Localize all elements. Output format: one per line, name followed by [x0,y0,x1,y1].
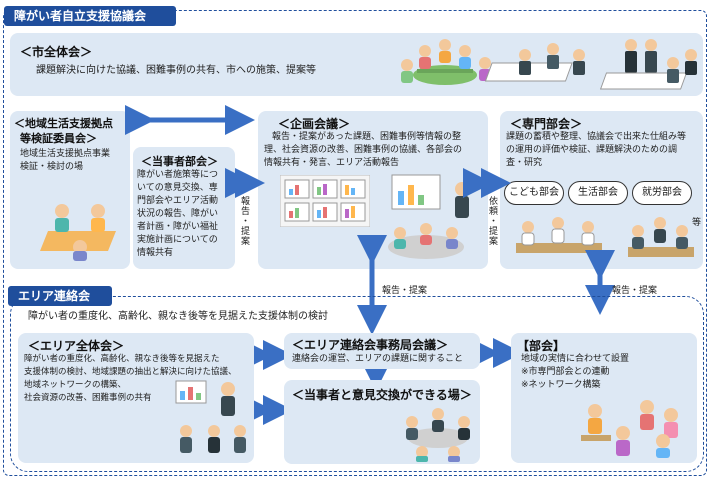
subcommittee-illustration [581,400,678,458]
planning-box: ＜企画会議＞ 報告・提案があった課題、困難事例等情報の整 理、社会資源の改善、困… [258,111,488,269]
area-general-desc-2: 地域ネットワークの構築、 [24,380,127,390]
area-subcommittee-desc-2: ※ネットワーク構築 [521,380,601,390]
stakeholder-title: ＜当事者部会＞ [141,155,218,168]
specialist-box: ＜専門部会＞ 課題の蓄積や整理、協議会で出来た仕組み等 の運用の評価や検証、課題… [500,111,703,269]
regional-hub-desc-2: 検証・検討の場 [20,162,84,172]
planning-desc-1: 理、社会資源の改善、困難事例の協議、各部会の [264,145,463,155]
label-report-right: 報告・提案 [612,286,658,296]
area-subcommittee-box: 【部会】 地域の実情に合わせて設置 ※市専門部会との連動 ※ネットワーク構築 [511,333,697,463]
planning-desc-2: 情報共有・発言、エリア活動報告 [264,158,400,168]
area-band-title: エリア連絡会 [8,286,112,306]
planning-title: ＜企画会議＞ [278,117,351,131]
stakeholder-desc-5: 実施計画についての [137,235,218,245]
header-title: 障がい者自立支援協議会 [4,6,176,26]
planning-desc-0: 報告・提案があった課題、困難事例等情報の整 [272,132,462,142]
area-frame [10,296,704,472]
stakeholder-desc-6: 情報共有 [137,248,174,258]
specialist-desc-0: 課題の蓄積や整理、協議会で出来た仕組み等 [506,132,687,142]
specialist-title: ＜専門部会＞ [510,117,583,131]
subgroup-life: 生活部会 [568,181,628,205]
area-general-desc-0: 障がい者の重度化、高齢化、親なき後等を見据えた [24,354,220,364]
label-report-center: 報告・提案 [382,286,428,296]
specialist-meeting-illustration [516,217,694,257]
area-subcommittee-desc-1: ※市専門部会との連動 [521,367,610,377]
council-frame [3,10,707,476]
exchange-place-title: ＜当事者と意見交換ができる場＞ [292,388,472,402]
area-general-title: ＜エリア全体会＞ [28,339,125,353]
specialist-desc-1: の運用の評価や検証、課題解決のための調 [506,145,678,155]
stakeholder-desc-3: 状況の報告、障がい [137,209,219,219]
regional-hub-title-2: 等検証委員会＞ [20,132,97,145]
area-general-desc-3: 社会資源の改善、困難事例の共有 [24,393,152,403]
area-general-desc-1: 支援体制の検討、地域課題の抽出と解決に向けた協議、 [24,367,237,377]
stakeholder-desc-0: 障がい者施策等につ [137,170,219,180]
hub-meeting-illustration [40,204,116,261]
exchange-illustration [406,408,470,462]
area-subcommittee-title: 【部会】 [517,339,566,353]
subgroup-work: 就労部会 [632,181,692,205]
area-secretariat-desc: 連絡会の運営、エリアの課題に関すること [292,354,464,364]
area-secretariat-box: ＜エリア連絡会事務局会議＞ 連絡会の運営、エリアの課題に関すること [284,333,480,369]
subgroup-etc: 等 [692,218,702,228]
area-presentation-illustration [175,380,246,453]
area-theme: 障がい者の重度化、高齢化、親なき後等を見据えた支援体制の検討 [28,311,328,322]
meeting-illustration [401,39,697,90]
area-subcommittee-desc-0: 地域の実情に合わせて設置 [521,354,630,364]
area-general-box: ＜エリア全体会＞ 障がい者の重度化、高齢化、親なき後等を見据えた 支援体制の検討… [18,333,254,463]
label-report-left: 報告・提案 [239,196,249,246]
regional-hub-box: ＜地域生活支援拠点 等検証委員会＞ 地域生活支援拠点事業 検証・検討の場 [10,111,130,269]
stakeholder-desc-1: いての意見交換、専 [137,183,218,193]
stakeholder-box: ＜当事者部会＞ 障がい者施策等につ いての意見交換、専 門部会やエリア活動 状況… [133,147,235,269]
document-charts-illustration [280,175,370,227]
city-council-desc: 課題解決に向けた協議、困難事例の共有、市への施策、提案等 [36,65,316,76]
label-request-right: 依頼・提案 [487,196,497,246]
stakeholder-desc-4: 者計画・障がい福祉 [137,222,219,232]
subgroup-children: こども部会 [504,181,564,205]
regional-hub-title-1: ＜地域生活支援拠点 [14,117,113,130]
specialist-desc-2: 査・研究 [506,158,543,168]
area-secretariat-title: ＜エリア連絡会事務局会議＞ [292,338,449,352]
stakeholder-desc-2: 門部会やエリア活動 [137,196,219,206]
presentation-illustration [388,174,469,259]
regional-hub-desc-1: 地域生活支援拠点事業 [20,149,111,159]
city-council-box: ＜市全体会＞ 課題解決に向けた協議、困難事例の共有、市への施策、提案等 [10,33,703,96]
city-council-title: ＜市全体会＞ [20,45,93,59]
exchange-place-box: ＜当事者と意見交換ができる場＞ [284,380,480,464]
